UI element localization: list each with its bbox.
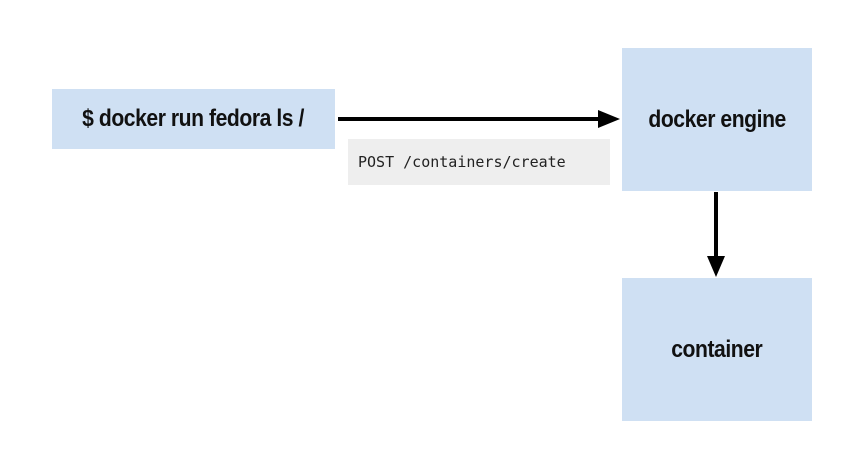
command-box: $ docker run fedora ls / [52,89,335,149]
docker-engine-box: docker engine [622,48,812,191]
container-label: container [671,335,763,363]
container-box: container [622,278,812,421]
command-text: $ docker run fedora ls / [82,105,305,132]
docker-engine-label: docker engine [648,105,786,133]
arrow-command-to-engine [338,110,620,128]
api-call-label: POST /containers/create [348,139,610,185]
arrow-engine-to-container [707,192,725,277]
